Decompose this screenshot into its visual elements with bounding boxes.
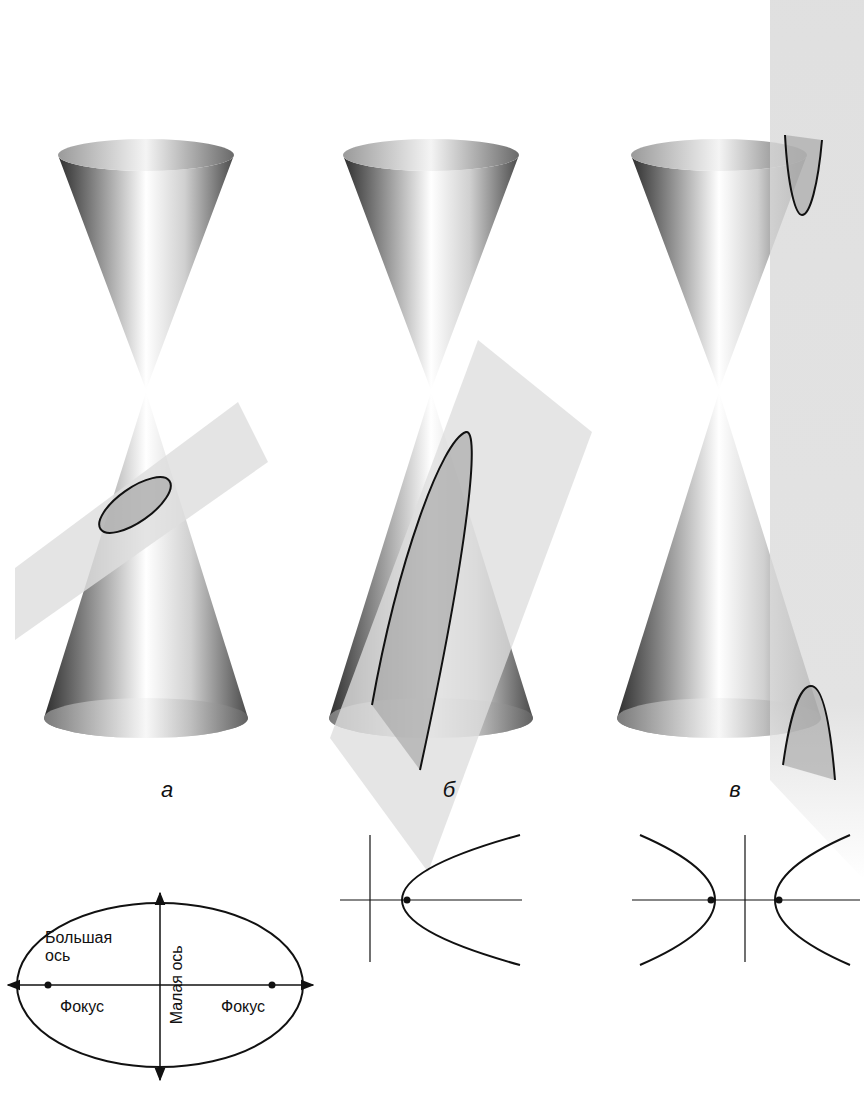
hyperbola-curve	[775, 835, 850, 965]
parabola-section	[372, 432, 472, 770]
cone-rim	[44, 698, 248, 738]
axis-line	[340, 899, 522, 900]
upper-cone	[58, 155, 234, 390]
minor-axis	[159, 893, 161, 1080]
hyperbola-branch	[785, 135, 822, 215]
cone-rim	[343, 139, 519, 171]
axis-line	[632, 899, 860, 900]
figure-letter: а	[161, 778, 173, 802]
cutting-plane	[15, 402, 268, 640]
focus-label: Фокус	[60, 998, 104, 1016]
cone-rim	[58, 139, 234, 171]
figure-letter: в	[729, 778, 740, 802]
ellipse-section	[91, 467, 179, 543]
focus-dot	[45, 982, 52, 989]
parabola-curve	[402, 835, 520, 965]
cutting-plane	[330, 340, 592, 872]
axis-line	[744, 835, 745, 962]
axis-label: Малая ось	[167, 946, 185, 1025]
focus-label: Фокус	[221, 998, 265, 1016]
cutting-plane	[770, 0, 864, 880]
axis-line	[369, 835, 370, 962]
focus-dot	[708, 897, 715, 904]
hyperbola-curve	[640, 835, 715, 965]
axis-label: Большая ось	[45, 929, 125, 964]
figure-letter: б	[443, 778, 455, 802]
hyperbola-branch	[783, 686, 835, 780]
focus-dot	[404, 897, 411, 904]
focus-dot	[776, 897, 783, 904]
focus-dot	[269, 982, 276, 989]
